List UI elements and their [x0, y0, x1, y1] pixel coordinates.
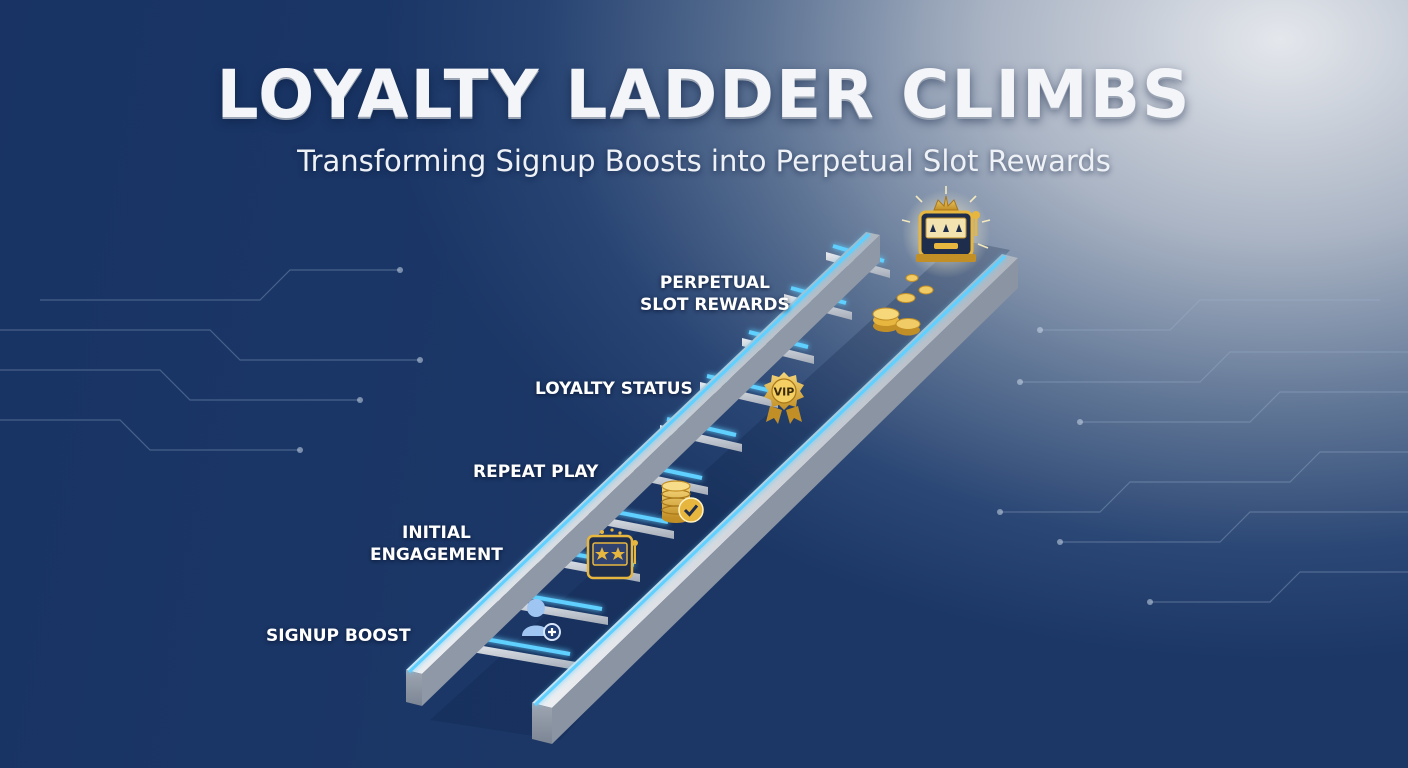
page-title: LOYALTY LADDER CLIMBS [216, 56, 1192, 133]
add-user-icon [522, 599, 561, 641]
ladder-right-rail [532, 254, 1018, 744]
slot-machine-stars-icon [586, 528, 638, 580]
gold-coins-icon [872, 274, 934, 336]
coin-stack-check-icon [661, 480, 704, 523]
step-label-perpetual-slot-rewards: PERPETUAL SLOT REWARDS [640, 273, 790, 315]
ladder-left-rail [406, 232, 880, 706]
step-label-repeat-play: REPEAT PLAY [473, 462, 599, 482]
page-subtitle: Transforming Signup Boosts into Perpetua… [297, 144, 1111, 178]
step-label-signup-boost: SIGNUP BOOST [266, 626, 411, 646]
step-label-loyalty-status: LOYALTY STATUS [535, 379, 693, 399]
crowned-slot-machine-icon [901, 186, 991, 278]
step-label-initial-engagement: INITIAL ENGAGEMENT [370, 523, 503, 565]
vip-badge-icon: VIP [764, 372, 804, 424]
vip-badge-text: VIP [774, 386, 795, 399]
